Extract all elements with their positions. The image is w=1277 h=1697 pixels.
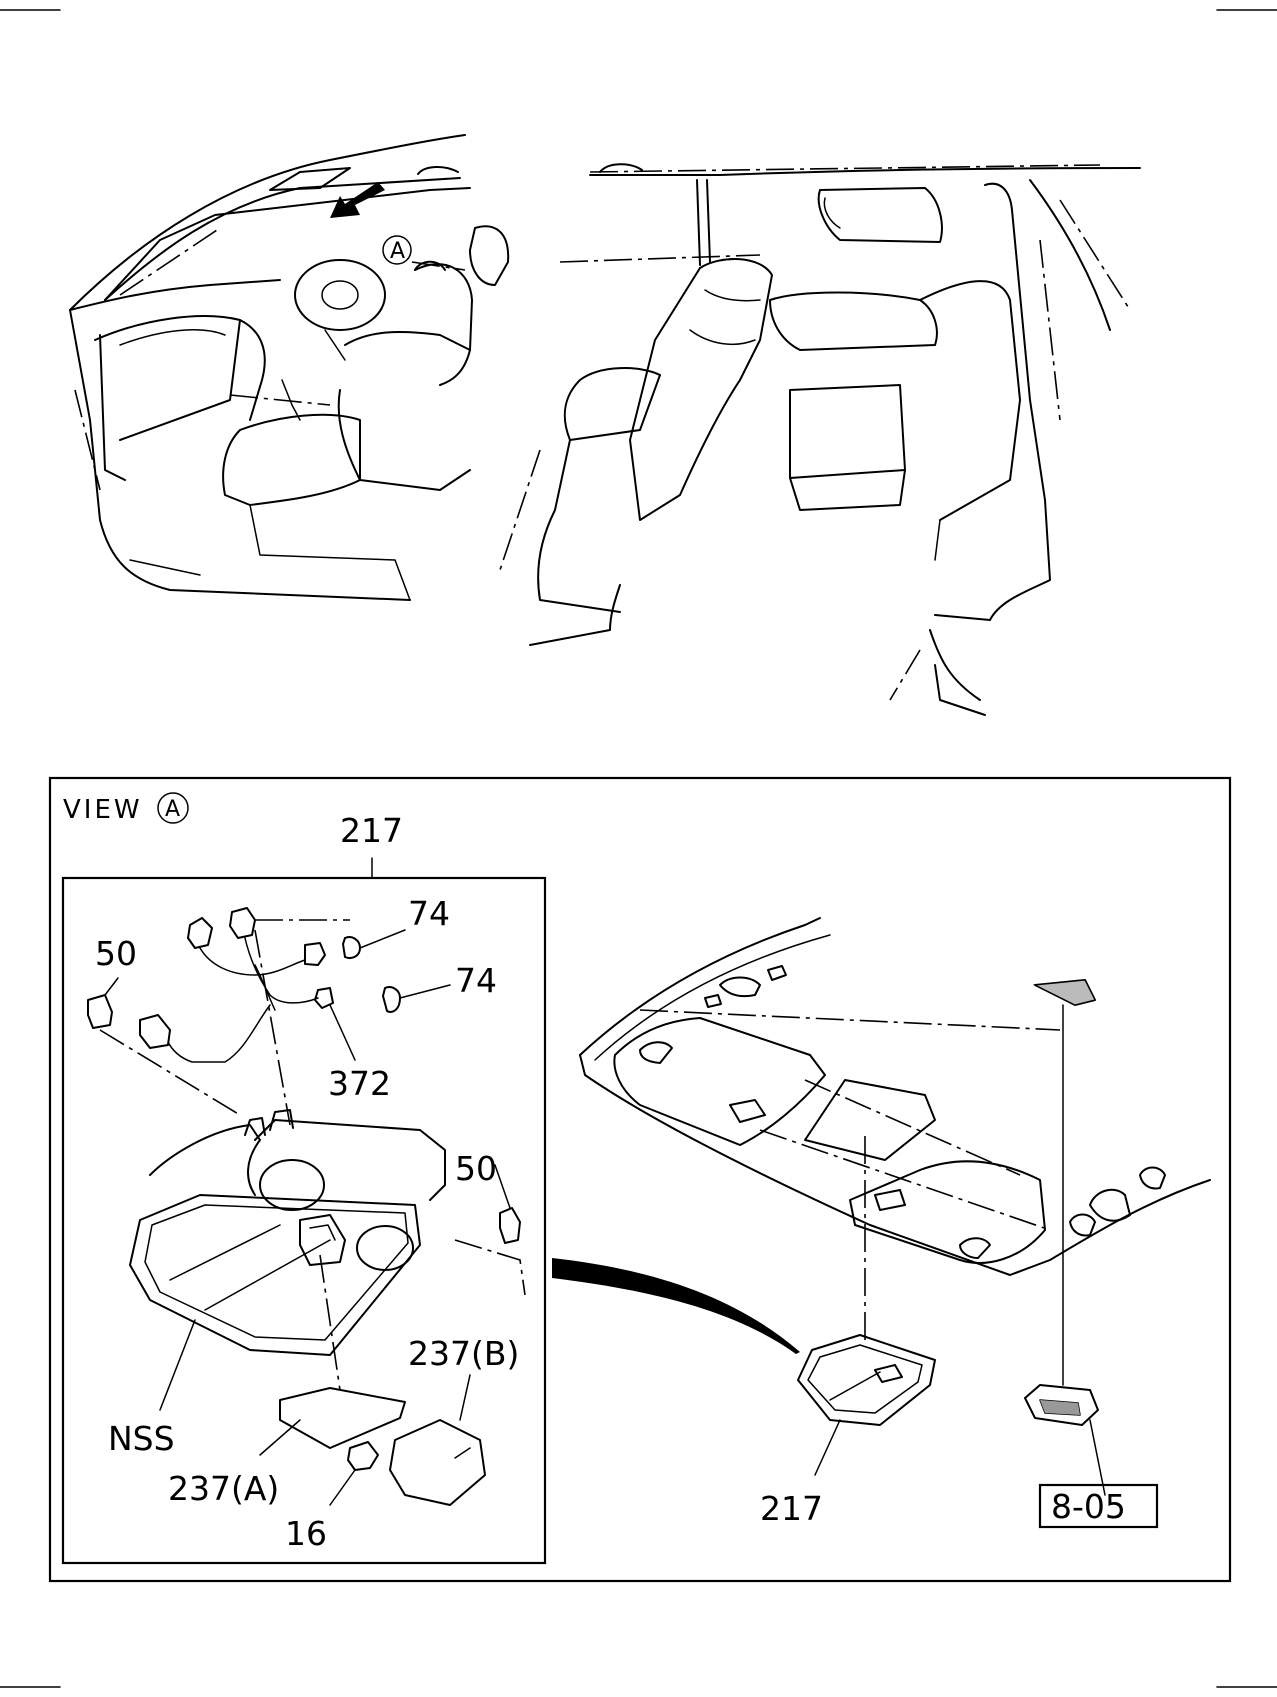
callout-16: 16 <box>285 1514 327 1553</box>
exploded-assembly-box <box>61 876 547 1565</box>
callout-372: 372 <box>328 1064 391 1103</box>
callout-217-bottom: 217 <box>760 1489 823 1528</box>
crop-marks <box>0 9 1277 1688</box>
installed-dome-light <box>797 1130 936 1426</box>
install-arrow <box>552 1258 800 1354</box>
ref-805-box <box>1038 1483 1159 1529</box>
view-title: VIEW <box>63 795 143 825</box>
rear-cabin-illustration <box>499 163 1141 716</box>
callout-74-a: 74 <box>408 894 450 933</box>
callout-50-left: 50 <box>95 934 137 973</box>
callout-74-b: 74 <box>455 961 497 1000</box>
front-cabin-illustration: A <box>69 134 510 601</box>
svg-text:A: A <box>390 239 405 264</box>
view-a-frame <box>48 776 1232 1583</box>
callout-237b: 237(B) <box>408 1334 519 1373</box>
callout-50-right: 50 <box>455 1149 497 1188</box>
headliner-illustration <box>579 917 1211 1276</box>
callout-217-top: 217 <box>340 811 403 850</box>
callout-237a: 237(A) <box>168 1469 279 1508</box>
view-marker-circle <box>157 792 189 824</box>
callout-8-05: 8-05 <box>1051 1487 1126 1526</box>
view-marker-letter: A <box>165 797 180 822</box>
callout-nss: NSS <box>108 1419 175 1458</box>
vanity-lamp <box>1024 1004 1106 1496</box>
exploded-assembly-drawing <box>87 907 526 1506</box>
